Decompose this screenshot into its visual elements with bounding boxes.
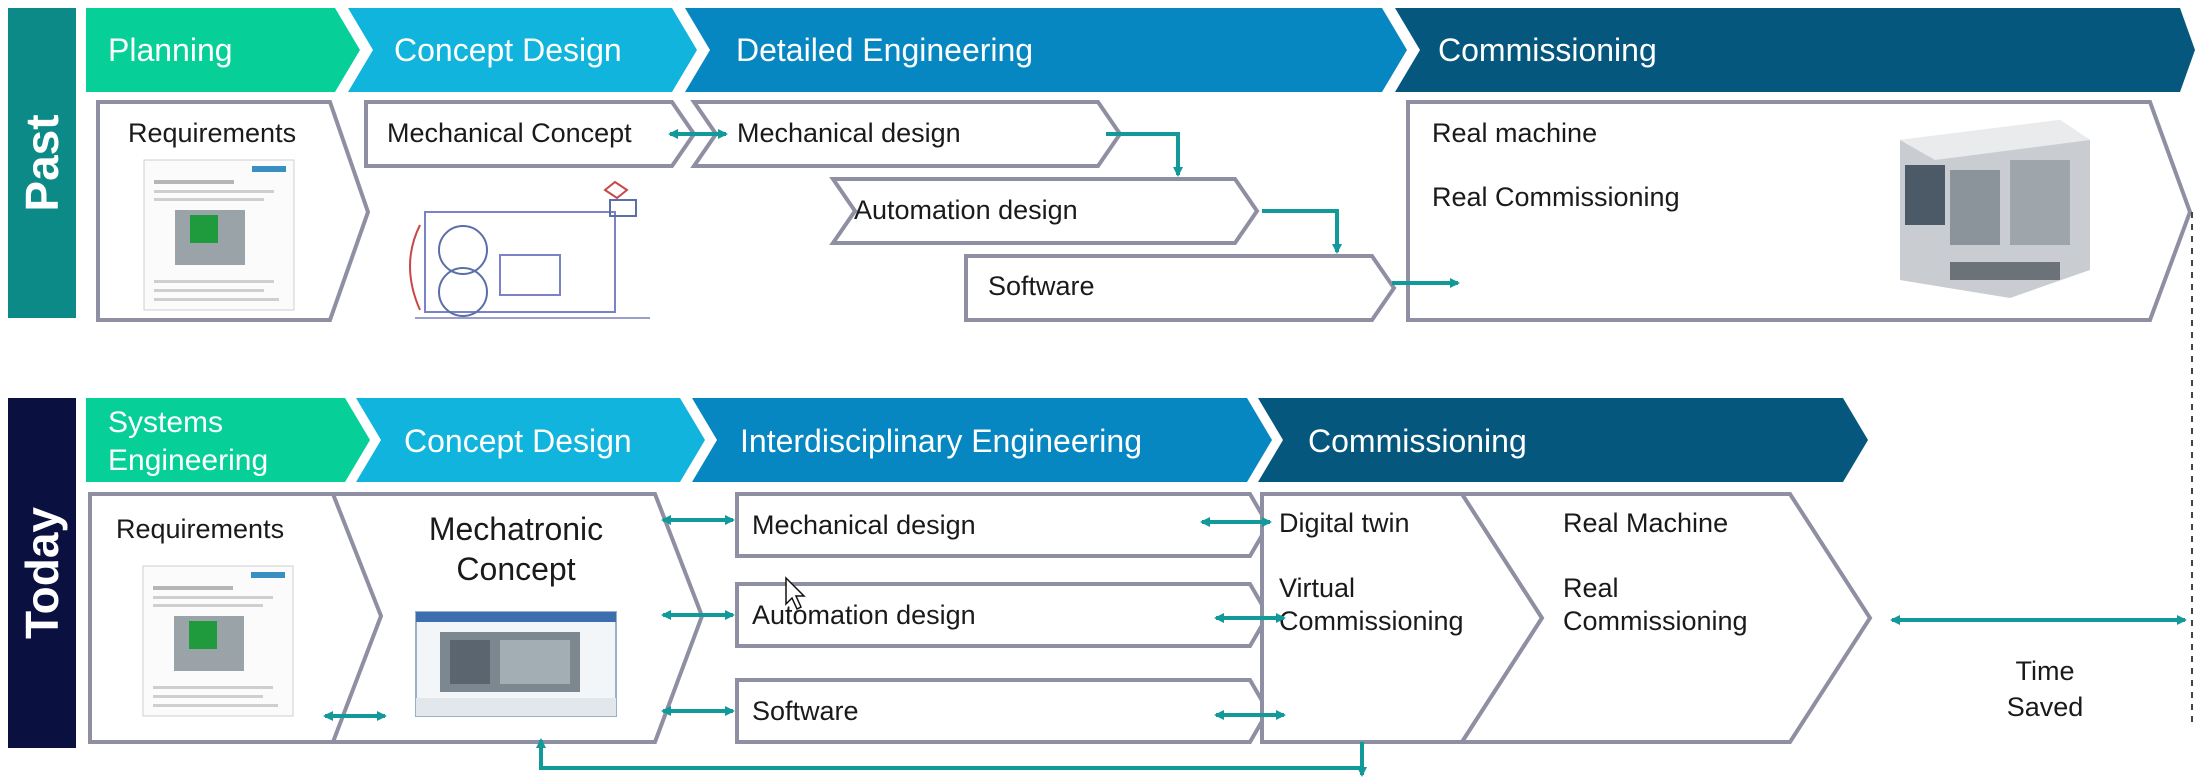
past-software-label: Software [988, 271, 1095, 301]
past-phase-detailed [685, 8, 1407, 92]
past-phase-commissioning [1395, 8, 2195, 92]
past-automation-design-label: Automation design [854, 195, 1078, 225]
past-mech-concept-label: Mechanical Concept [387, 118, 632, 148]
today-software-label: Software [752, 696, 859, 726]
past-automation-design-box [829, 177, 1260, 245]
past-flow-arrows [668, 129, 1460, 288]
past-phase-bar: Planning Concept Design Detailed Enginee… [86, 8, 2195, 92]
past-arrow-automation-to-software [1262, 209, 1342, 254]
past-phase-planning-label: Planning [108, 32, 233, 68]
today-requirements-label: Requirements [116, 514, 284, 544]
today-phase-commissioning-label: Commissioning [1308, 423, 1527, 459]
today-automation-design-label: Automation design [752, 600, 976, 630]
past-mech-design-label: Mechanical design [737, 118, 961, 148]
today-phase-systems [86, 398, 370, 482]
today-software-box [735, 678, 1271, 744]
today-phase-commissioning [1258, 398, 1868, 482]
past-sketch-drawing-icon [409, 180, 650, 319]
today-real-machine-box [1458, 492, 1873, 744]
past-document-thumbnail-icon [143, 159, 295, 311]
past-phase-detailed-label: Detailed Engineering [736, 32, 1033, 68]
past-mech-concept-box [364, 100, 697, 168]
today-mech-design-box [735, 492, 1271, 558]
today-side-label: Today [16, 507, 68, 639]
today-software-screenshot-icon [415, 611, 617, 717]
today-document-thumbnail-icon [142, 565, 294, 717]
past-phase-planning [86, 8, 360, 92]
today-automation-design-box [735, 582, 1271, 648]
past-requirements-label: Requirements [128, 118, 296, 148]
past-side-label: Past [16, 114, 68, 211]
past-section: Past Planning Concept Design Detailed En… [8, 8, 2195, 322]
past-machine-image-icon [1900, 120, 2090, 298]
today-mech-design-label: Mechanical design [752, 510, 976, 540]
past-side-label-bg [8, 8, 76, 318]
past-arrow-mech-to-automation [1106, 132, 1183, 177]
past-phase-concept-label: Concept Design [394, 32, 622, 68]
past-real-commissioning-label: Real Commissioning [1432, 182, 1680, 212]
past-software-box [964, 254, 1397, 322]
past-phase-concept [348, 8, 697, 92]
past-real-machine-label: Real machine [1432, 118, 1597, 148]
today-real-machine-label: Real Machine [1563, 508, 1728, 538]
past-phase-commissioning-label: Commissioning [1438, 32, 1657, 68]
today-flow-arrows [323, 515, 2187, 777]
today-digital-twin-label: Digital twin [1279, 508, 1410, 538]
cursor-icon [785, 576, 806, 611]
today-phase-interdisciplinary-label: Interdisciplinary Engineering [740, 423, 1142, 459]
today-arrow-feedback-to-concept [536, 738, 1364, 770]
today-phase-concept [356, 398, 705, 482]
today-phase-concept-label: Concept Design [404, 423, 632, 459]
today-phase-interdisciplinary [692, 398, 1272, 482]
today-side-label-bg [8, 398, 76, 748]
